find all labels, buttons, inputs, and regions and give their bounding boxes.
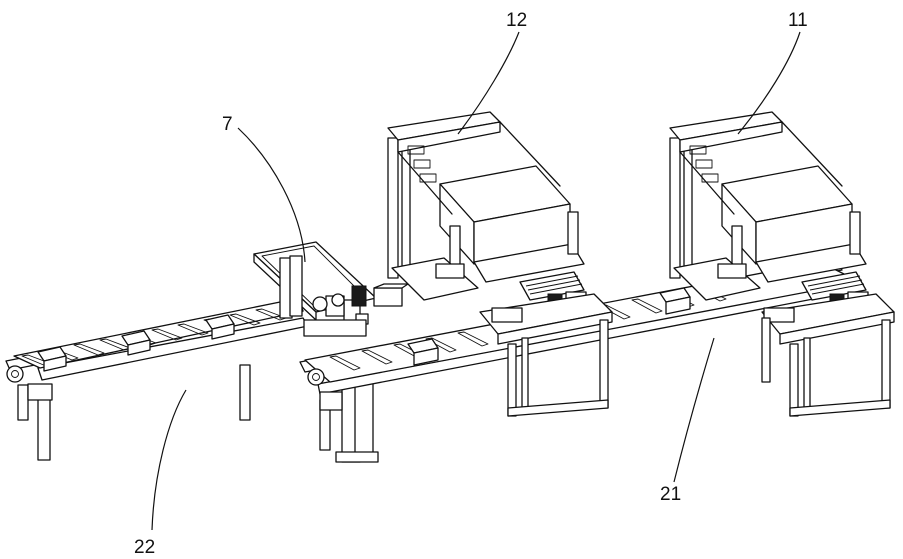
label-conveyor-22: 22: [134, 537, 155, 558]
leader-line-22: [152, 390, 186, 530]
leader-line-7: [238, 128, 305, 262]
station-11: [670, 112, 894, 416]
label-station-11: 11: [788, 10, 808, 31]
leader-line-21: [674, 338, 714, 482]
lift-frame: [254, 242, 408, 336]
station-11-table: [762, 294, 894, 416]
label-lift-frame-7: 7: [222, 114, 233, 135]
label-station-12: 12: [506, 10, 527, 31]
label-conveyor-21: 21: [660, 484, 681, 505]
left-conveyor: [6, 300, 308, 460]
